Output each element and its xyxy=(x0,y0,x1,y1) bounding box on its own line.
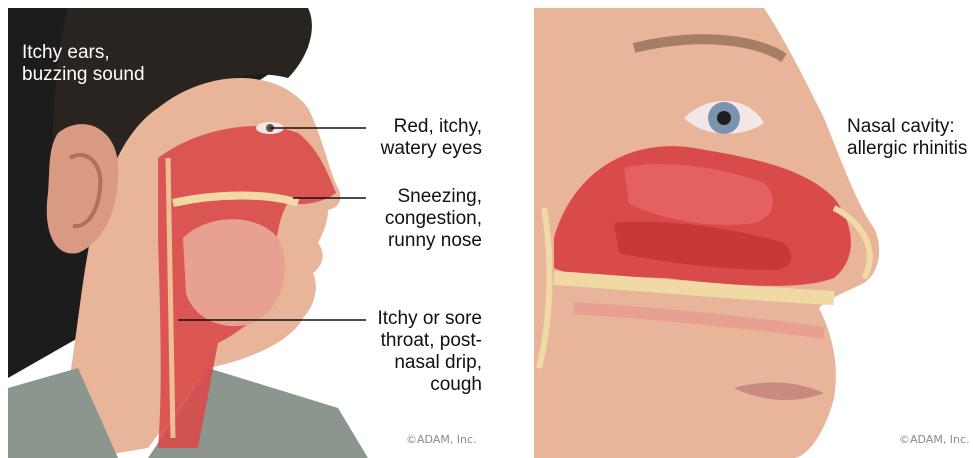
head-cross-section-panel: Itchy ears, buzzing sound Red, itchy, wa… xyxy=(8,8,488,458)
left-credit: ©ADAM, Inc. xyxy=(406,433,477,446)
throat-label: Itchy or sore throat, post- nasal drip, … xyxy=(377,308,482,396)
right-credit: ©ADAM, Inc. xyxy=(899,433,970,446)
nasal-cavity-panel: Nasal cavity: allergic rhinitis ©ADAM, I… xyxy=(534,8,973,458)
nasal-cavity-illustration xyxy=(534,8,973,458)
nose-label: Sneezing, congestion, runny nose xyxy=(385,186,482,252)
eyes-label: Red, itchy, watery eyes xyxy=(381,116,482,160)
ears-label: Itchy ears, buzzing sound xyxy=(22,42,145,86)
nasal-cavity-label: Nasal cavity: allergic rhinitis xyxy=(847,116,967,160)
